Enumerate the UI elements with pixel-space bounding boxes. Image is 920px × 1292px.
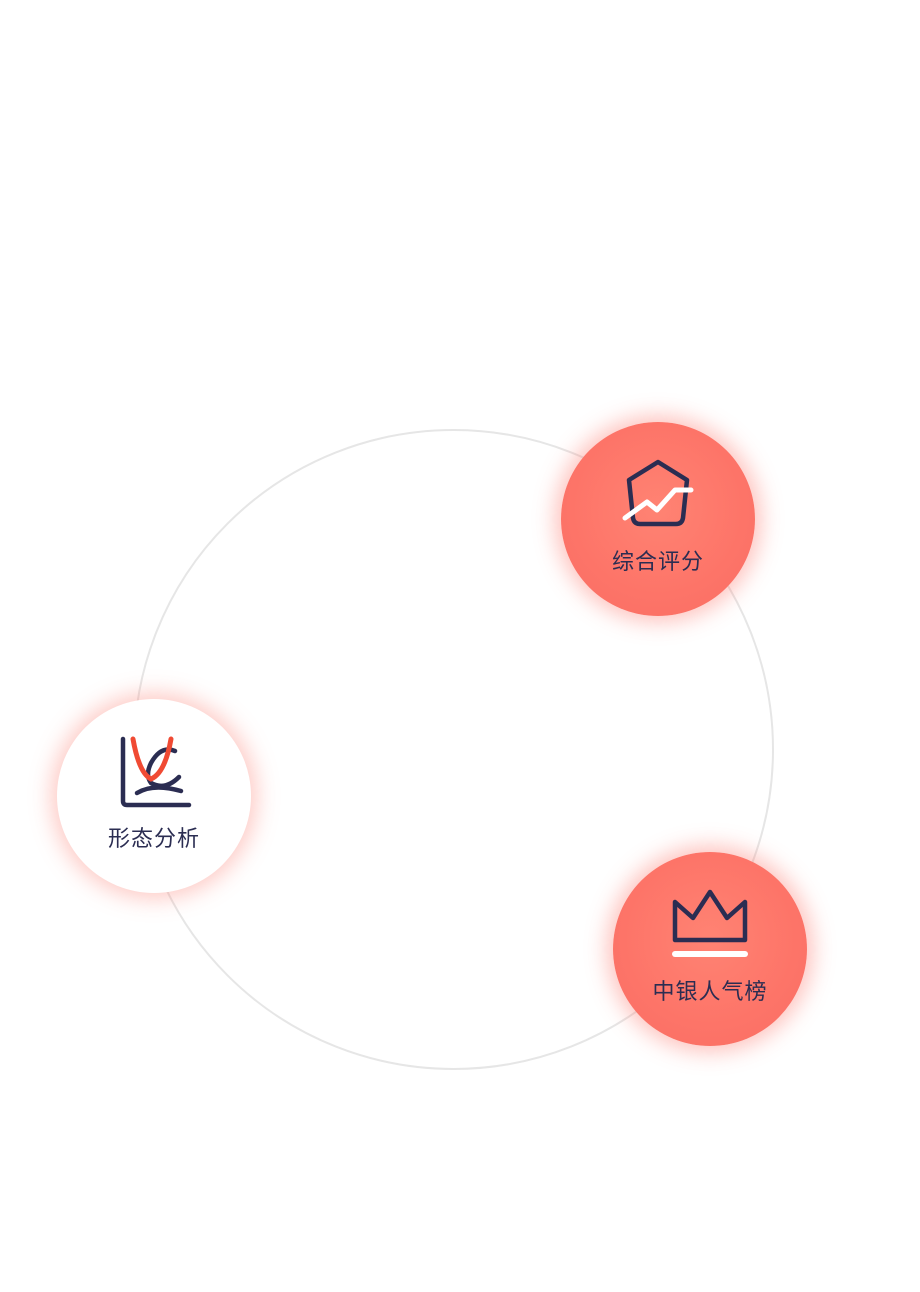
- crown-icon: [672, 889, 748, 957]
- pattern-analysis-label: 形态分析: [107, 827, 200, 852]
- popularity-ranking-label: 中银人气榜: [652, 980, 768, 1005]
- composite-score-button[interactable]: 综合评分: [561, 422, 755, 616]
- composite-score-label: 综合评分: [611, 550, 704, 575]
- pentagon-trend-icon: [622, 459, 694, 527]
- pattern-chart-icon: [120, 736, 192, 808]
- pattern-analysis-button[interactable]: 形态分析: [57, 699, 251, 893]
- popularity-ranking-button[interactable]: 中银人气榜: [613, 852, 807, 1046]
